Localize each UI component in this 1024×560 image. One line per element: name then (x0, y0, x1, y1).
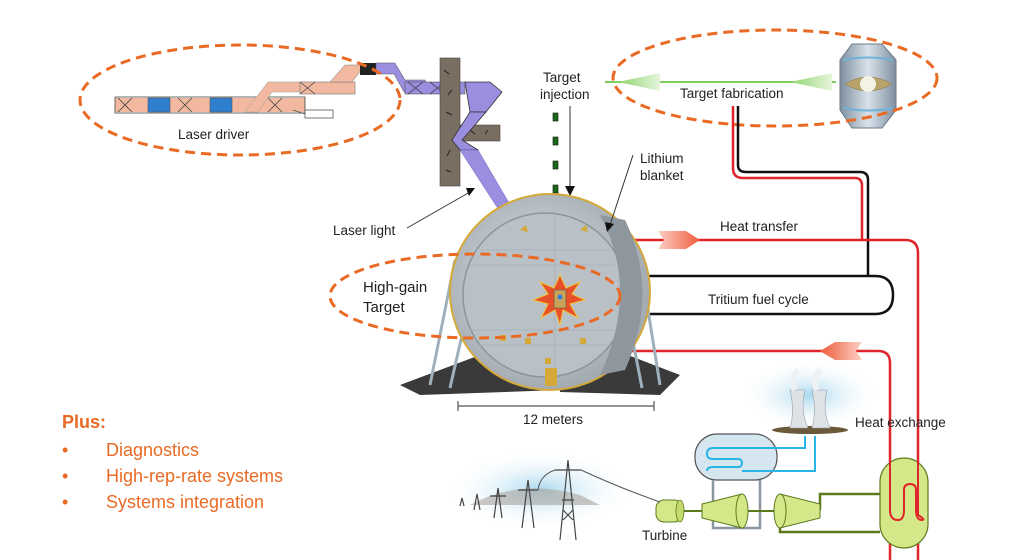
heat-transfer-label: Heat transfer (720, 219, 799, 234)
lithium-blanket-label-1: Lithium (640, 151, 684, 166)
laser-light-pointer (406, 191, 471, 229)
target-injection-arrowhead (565, 186, 575, 196)
plus-item-label: Diagnostics (106, 440, 200, 460)
amplifier-2 (209, 97, 233, 113)
scale-label: 12 meters (523, 412, 583, 427)
plus-item-label: High-rep-rate systems (106, 466, 284, 486)
transmission-towers-icon (459, 459, 661, 541)
tritium-fuel-cycle-label: Tritium fuel cycle (708, 292, 809, 307)
target-injection-label-2: injection (540, 87, 590, 102)
target-implosion-icon (531, 273, 587, 327)
bullet-icon: • (62, 492, 69, 512)
tritium-return-pipe (736, 106, 870, 276)
heat-exchanger-icon (879, 440, 929, 549)
uv-optics (407, 81, 446, 95)
wall-texture (443, 69, 489, 173)
lithium-blanket-label-2: blanket (640, 168, 684, 183)
optic-x (299, 81, 316, 95)
list-item: • High-rep-rate systems (62, 463, 283, 489)
tritium-fuel-cycle-loop (632, 274, 895, 316)
cooling-towers-icon (772, 367, 848, 434)
target-fabrication-highlight (611, 28, 939, 128)
bullet-icon: • (62, 440, 69, 460)
pulse-source (304, 109, 334, 119)
cooling-tower-sky (740, 360, 880, 430)
scale-bar (457, 401, 655, 411)
beamline-optics (114, 96, 306, 114)
plus-title: Plus: (62, 412, 107, 432)
pipework (632, 106, 920, 560)
lithium-blanket-pointer (609, 154, 634, 226)
high-gain-target-label-2: Target (363, 299, 406, 316)
laser-driver-highlight (78, 43, 402, 157)
target-injection-label-1: Target (543, 70, 581, 85)
connector (292, 109, 306, 115)
heat-exchange-label: Heat exchange (855, 415, 946, 430)
plus-list: Plus: • Diagnostics • High-rep-rate system… (62, 412, 283, 515)
high-gain-target-highlight (328, 252, 622, 340)
heat-transfer-arrow (658, 231, 700, 249)
heat-return-arrow (820, 342, 862, 360)
heat-transfer-pipe (632, 238, 920, 560)
high-gain-target-label-1: High-gain (363, 279, 427, 296)
laser-light-arrowhead (466, 188, 475, 196)
fusion-chamber (400, 193, 680, 395)
turbine-icon (680, 493, 821, 529)
list-item: • Diagnostics (62, 437, 283, 463)
bullet-icon: • (62, 466, 69, 486)
laser-driver-label: Laser driver (178, 127, 250, 142)
fabrication-heat-pipe (731, 106, 864, 240)
amplifier-1 (147, 97, 171, 113)
fabrication-arrow-right (790, 73, 832, 91)
hill (470, 488, 600, 505)
hohlraum-target-icon (839, 43, 897, 129)
plus-items: • Diagnostics • High-rep-rate systems • Sys… (62, 437, 283, 515)
heat-return-pipe (632, 349, 892, 560)
fabrication-arrow-left (618, 73, 660, 91)
generator-icon (655, 499, 685, 523)
laser-driver-group (114, 62, 466, 119)
lithium-blanket-arrowhead (605, 222, 614, 232)
plus-item-label: Systems integration (106, 492, 265, 512)
condenser-icon (694, 433, 816, 481)
list-item: • Systems integration (62, 489, 283, 515)
laser-light-label: Laser light (333, 223, 396, 238)
beam-riser (329, 64, 366, 83)
turbine-label: Turbine (642, 528, 687, 543)
target-fabrication-label: Target fabrication (680, 86, 784, 101)
beam-section (299, 81, 356, 95)
